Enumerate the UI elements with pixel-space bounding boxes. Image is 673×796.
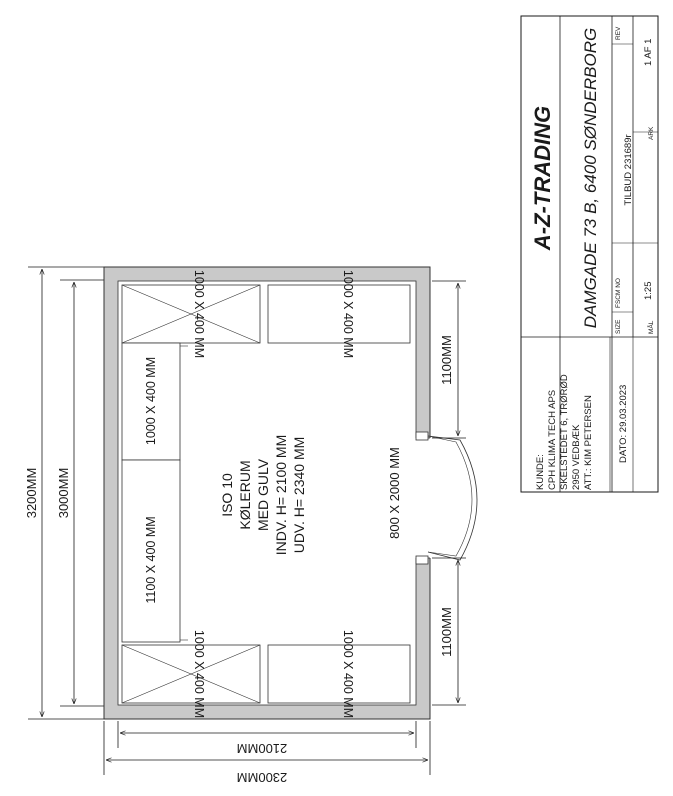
- inner-length-label: 3000MM: [56, 468, 71, 519]
- shelf-top-left-label: 1000 X 400 MM: [192, 270, 206, 358]
- fscm-label: FSCM NO: [615, 278, 622, 308]
- door: 800 X 2000 MM: [387, 431, 478, 565]
- date-label: DATO: 29.03.2023: [618, 385, 629, 463]
- room-label-line-1: ISO 10: [219, 473, 235, 517]
- inner-width-label: 2100MM: [237, 741, 288, 756]
- sheet-value: 1 AF 1: [643, 39, 654, 66]
- room-label-line-2: KØLERUM: [237, 460, 253, 529]
- client-line-1: KUNDE:: [535, 454, 546, 490]
- scale-value: 1:25: [643, 282, 654, 301]
- sheet-label: ARK: [648, 126, 655, 140]
- dimension-outer-width: 2300MM: [103, 721, 431, 785]
- title-block: KUNDE: CPH KLIMA TECH APS SKELSTEDET 6, …: [520, 15, 659, 493]
- size-label: SIZE: [615, 319, 622, 334]
- client-line-4: 2950 VEDBÆK: [571, 424, 582, 490]
- company-name: A-Z-TRADING: [530, 106, 555, 251]
- shelf-bottom-left-label: 1000 X 400 MM: [192, 630, 206, 718]
- room-label-line-4: INDV. H= 2100 MM: [273, 435, 289, 555]
- shelf-bottom-right-label: 1000 X 400 MM: [341, 630, 355, 718]
- wall-segment-top-label: 1100MM: [439, 335, 454, 385]
- dimension-outer-length: 3200MM: [24, 266, 104, 720]
- shelf-bottom-right: 1000 X 400 MM: [267, 630, 411, 718]
- shelf-top-right-label: 1000 X 400 MM: [341, 270, 355, 358]
- shelf-middle-lower-label: 1100 X 400 MM: [144, 516, 158, 603]
- dimension-wall-segment-bottom: 1100MM: [432, 557, 466, 706]
- shelf-middle-upper: 1000 X 400 MM: [121, 342, 188, 461]
- client-info: KUNDE: CPH KLIMA TECH APS SKELSTEDET 6, …: [535, 374, 629, 490]
- wall-segment-bottom-label: 1100MM: [439, 607, 454, 657]
- room-label: ISO 10 KØLERUM MED GULV INDV. H= 2100 MM…: [219, 435, 307, 555]
- outer-width-label: 2300MM: [237, 770, 288, 785]
- dimension-wall-segment-top: 1100MM: [432, 280, 466, 439]
- shelf-top-right: 1000 X 400 MM: [267, 270, 411, 358]
- shelf-bottom-left: 1000 X 400 MM: [121, 630, 261, 718]
- dimension-inner-width: 2100MM: [117, 721, 417, 756]
- shelf-middle-lower: 1100 X 400 MM: [121, 459, 188, 643]
- client-line-5: ATT.: KIM PETERSEN: [583, 395, 594, 490]
- client-line-2: CPH KLIMA TECH APS: [547, 390, 558, 490]
- outer-length-label: 3200MM: [24, 468, 39, 519]
- shelf-middle-upper-label: 1000 X 400 MM: [144, 357, 158, 445]
- door-dimension-label: 800 X 2000 MM: [387, 447, 402, 539]
- scale-label: MÅL: [646, 320, 655, 334]
- company-address: DAMGADE 73 B, 6400 SØNDERBORG: [581, 28, 600, 328]
- offer-number: TILBUD 231689r: [623, 134, 634, 205]
- room-label-line-3: MED GULV: [255, 458, 271, 531]
- client-line-3: SKELSTEDET 6, TRØRØD: [559, 374, 570, 490]
- shelf-top-left: 1000 X 400 MM: [121, 270, 261, 358]
- room-label-line-5: UDV. H= 2340 MM: [291, 437, 307, 554]
- rev-label: REV: [615, 26, 622, 40]
